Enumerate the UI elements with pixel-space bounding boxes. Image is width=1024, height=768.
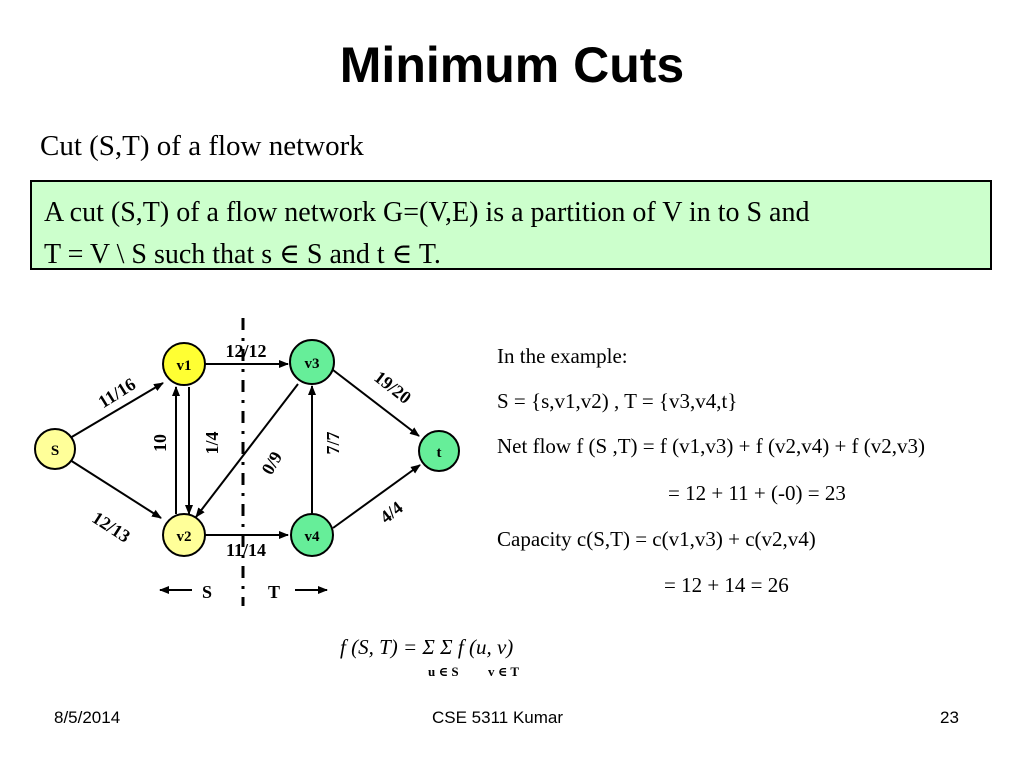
example-capacity-calc: = 12 + 14 = 26: [664, 573, 789, 597]
edge-label-v1-v2: 1/4: [202, 431, 222, 454]
node-v4-label: v4: [305, 529, 321, 545]
slide-subtitle: Cut (S,T) of a flow network: [40, 130, 364, 162]
edge-v3-v2: [195, 383, 299, 518]
node-v4: [290, 513, 334, 557]
flow-formula: f (S, T) = Σ Σ f (u, v): [340, 635, 514, 659]
slide-title: Minimum Cuts: [339, 37, 685, 93]
edge-s-v2: [69, 459, 162, 519]
node-s-label: S: [51, 443, 59, 459]
formula-sub-v: v ∈ T: [488, 664, 520, 679]
edge-label-v4-v3: 7/7: [323, 431, 343, 454]
example-netflow-calc: = 12 + 11 + (-0) = 23: [668, 481, 846, 505]
footer-date: 8/5/2014: [54, 708, 121, 727]
side-t-label: T: [268, 582, 280, 602]
example-netflow: Net flow f (S ,T) = f (v1,v3) + f (v2,v4…: [497, 434, 926, 458]
edge-v3-t: [332, 369, 420, 437]
definition-line-1: A cut (S,T) of a flow network G=(V,E) is…: [44, 197, 810, 228]
edge-label-v1-v3: 12/12: [225, 341, 266, 361]
example-capacity: Capacity c(S,T) = c(v1,v3) + c(v2,v4): [497, 527, 816, 551]
node-v1-label: v1: [177, 358, 192, 374]
edge-label-v2-v1: 10: [150, 434, 170, 452]
node-v2: [162, 513, 206, 557]
edge-label-v3-v2: 0/9: [257, 448, 286, 478]
node-v2-label: v2: [177, 529, 192, 545]
node-t: [418, 430, 460, 472]
example-heading: In the example:: [497, 344, 628, 368]
definition-box: A cut (S,T) of a flow network G=(V,E) is…: [30, 180, 992, 270]
node-v1: [162, 342, 206, 386]
edge-label-v3-t: 19/20: [370, 367, 415, 408]
edge-s-v1: [69, 382, 164, 439]
footer-course: CSE 5311 Kumar: [432, 708, 564, 727]
edge-label-v2-v4: 11/14: [226, 540, 266, 560]
node-t-label: t: [437, 445, 442, 461]
formula-sub-u: u ∈ S: [428, 664, 459, 679]
side-s-label: S: [202, 582, 212, 602]
edge-label-v4-t: 4/4: [376, 497, 406, 527]
definition-line-2: T = V \ S such that s ∈ S and t ∈ T.: [44, 239, 441, 270]
node-v3-label: v3: [305, 356, 320, 372]
node-v3: [289, 339, 335, 385]
edge-label-s-v2: 12/13: [89, 507, 134, 546]
example-sets: S = {s,v1,v2) , T = {v3,v4,t}: [497, 389, 738, 413]
edge-v4-t: [332, 464, 421, 529]
edge-label-s-v1: 11/16: [95, 374, 140, 412]
footer-page-number: 23: [940, 708, 959, 727]
node-s: [34, 428, 76, 470]
